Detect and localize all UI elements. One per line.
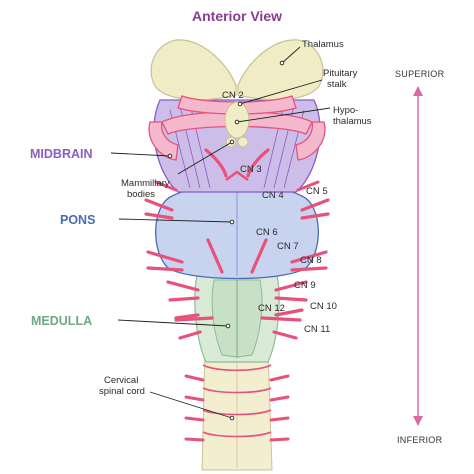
label-thalamus: Thalamus (302, 39, 344, 50)
region-labels: MIDBRAIN PONS MEDULLA (30, 147, 95, 328)
label-pituitary-2: stalk (327, 79, 347, 90)
cn3-nerve (204, 148, 270, 178)
cranial-nerve-labels: CN 2 CN 3 CN 4 CN 5 CN 6 CN 7 CN 8 CN 9 … (222, 90, 337, 335)
label-mammillary-2: bodies (127, 189, 155, 200)
label-cn8: CN 8 (300, 255, 322, 266)
medulla-nerves (166, 280, 308, 340)
label-cn2: CN 2 (222, 90, 244, 101)
label-cn4: CN 4 (262, 190, 284, 201)
label-cervical-2: spinal cord (99, 386, 145, 397)
label-cn11: CN 11 (304, 324, 330, 335)
label-cn7: CN 7 (277, 241, 299, 252)
label-cn12: CN 12 (258, 303, 285, 314)
thalamus-shape (150, 39, 324, 101)
label-hypothalamus-1: Hypo- (333, 105, 358, 116)
label-pons: PONS (60, 213, 95, 227)
label-cn5: CN 5 (306, 186, 328, 197)
label-cn6: CN 6 (256, 227, 278, 238)
label-cn3: CN 3 (240, 164, 262, 175)
label-mammillary-1: Mammillary (121, 178, 170, 189)
arrow-down-icon (413, 416, 423, 426)
label-cervical-1: Cervical (104, 375, 138, 386)
label-cn10: CN 10 (310, 301, 337, 312)
label-cn9: CN 9 (294, 280, 316, 291)
cn4-nerve (154, 180, 320, 192)
spinal-nerve-roots (184, 374, 290, 442)
pons-nerves (144, 198, 330, 274)
structure-labels: Thalamus Pituitary stalk Hypo- thalamus … (99, 39, 372, 397)
label-midbrain: MIDBRAIN (30, 147, 93, 161)
label-inferior: INFERIOR (397, 435, 443, 445)
diagram-title: Anterior View (192, 8, 282, 24)
label-superior: SUPERIOR (395, 69, 445, 79)
orientation-axis: SUPERIOR INFERIOR (395, 69, 445, 445)
label-pituitary-1: Pituitary (323, 68, 358, 79)
leader-lines (110, 46, 331, 421)
pons-shape (155, 183, 319, 280)
label-medulla: MEDULLA (31, 314, 92, 328)
medulla-shape (194, 274, 280, 363)
label-hypothalamus-2: thalamus (333, 116, 372, 127)
arrow-up-icon (413, 86, 423, 96)
